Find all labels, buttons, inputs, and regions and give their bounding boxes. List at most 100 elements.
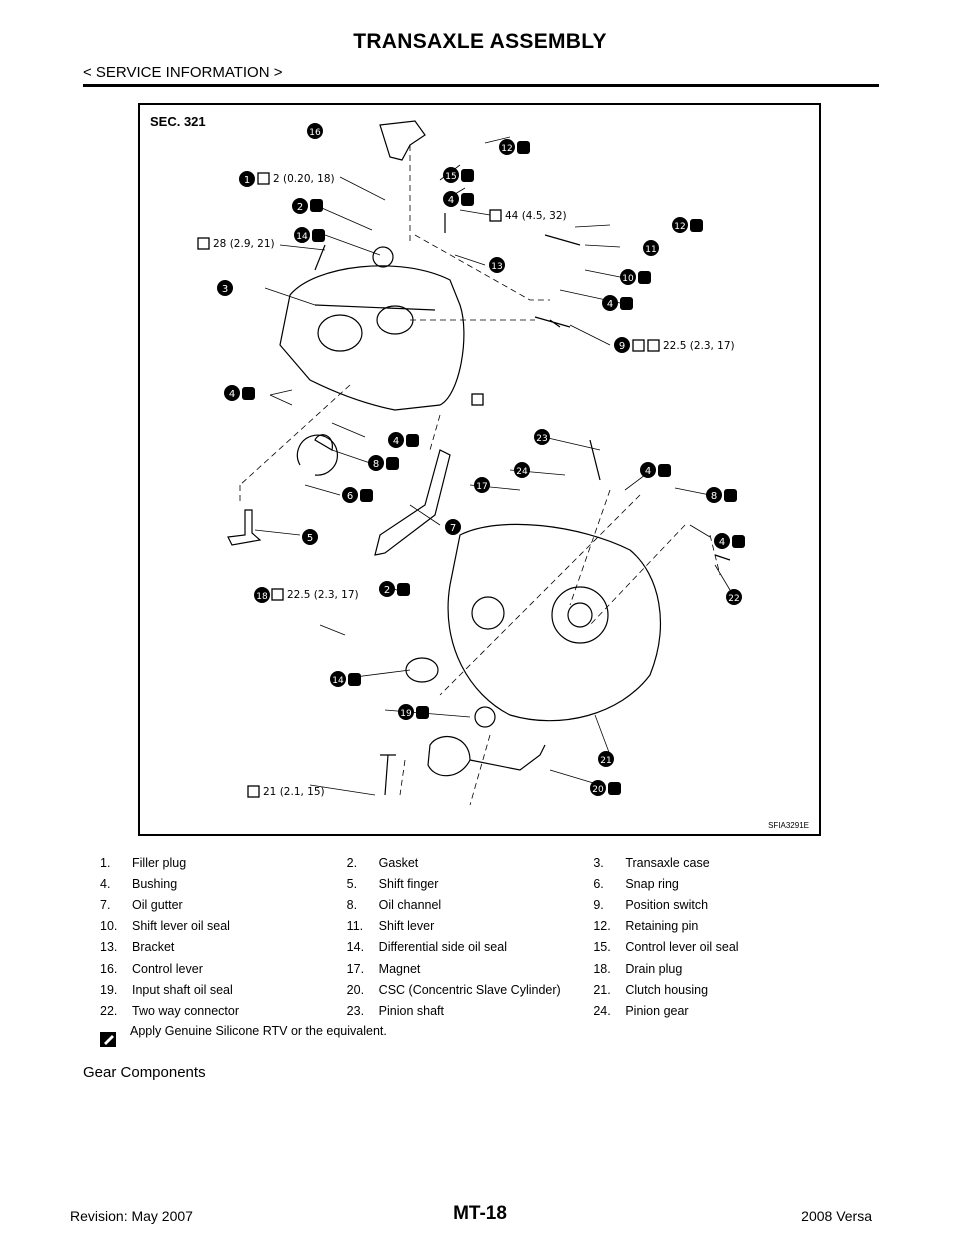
legend-num: 7. — [100, 897, 111, 912]
figure-code: SFIA3291E — [768, 821, 809, 830]
legend-num: 4. — [100, 876, 111, 891]
legend-num: 15. — [593, 940, 611, 955]
balloon-9: 9 — [614, 337, 630, 353]
balloon-4e: 4 — [640, 462, 656, 478]
svg-text:14: 14 — [296, 232, 308, 242]
legend-text: Shift lever oil seal — [132, 919, 230, 934]
legend-num: 3. — [593, 855, 604, 870]
svg-text:8: 8 — [711, 491, 717, 502]
balloon-20: 20 — [590, 780, 606, 796]
section-label: SEC. 321 — [150, 114, 206, 129]
svg-text:9: 9 — [619, 341, 625, 352]
svg-text:15: 15 — [445, 172, 456, 182]
torque-callout-2: 44 (4.5, 32) — [505, 210, 567, 222]
legend-text: Snap ring — [625, 876, 679, 891]
legend-text: Control lever oil seal — [625, 940, 739, 955]
balloon-12b: 12 — [672, 217, 688, 233]
sealant-icon — [100, 1032, 116, 1047]
legend-num: 2. — [346, 855, 358, 870]
svg-text:17: 17 — [476, 482, 487, 492]
legend-text: Bushing — [132, 876, 178, 891]
balloon-13: 13 — [489, 257, 505, 273]
balloon-7: 7 — [445, 519, 461, 535]
balloon-8b: 8 — [706, 487, 722, 503]
legend-text: Gasket — [378, 855, 419, 870]
breadcrumb: < SERVICE INFORMATION > — [83, 64, 283, 81]
legend-num: 17. — [346, 961, 365, 976]
legend-text: Position switch — [625, 897, 709, 912]
legend-text: Pinion gear — [625, 1003, 689, 1018]
legend-row: 1.Filler plug 2.Gasket 3.Transaxle case — [100, 852, 840, 873]
legend-text: Transaxle case — [625, 855, 710, 870]
legend-row: 19.Input shaft oil seal 20.CSC (Concentr… — [100, 979, 840, 1000]
svg-text:20: 20 — [592, 785, 604, 795]
legend-num: 1. — [100, 855, 111, 870]
svg-text:11: 11 — [645, 245, 656, 255]
legend-text: Input shaft oil seal — [132, 982, 233, 997]
svg-text:4: 4 — [448, 195, 454, 206]
svg-text:24: 24 — [516, 467, 528, 477]
svg-text:22: 22 — [728, 594, 739, 604]
legend-row: 10.Shift lever oil seal 11.Shift lever 1… — [100, 916, 840, 937]
page-number: MT-18 — [453, 1203, 507, 1224]
svg-text:16: 16 — [309, 128, 321, 138]
balloon-10: 10 — [620, 269, 636, 285]
balloon-4b: 4 — [602, 295, 618, 311]
svg-text:4: 4 — [645, 466, 651, 477]
svg-text:19: 19 — [400, 709, 412, 719]
balloon-15: 15 — [443, 167, 459, 183]
balloon-17: 17 — [474, 477, 490, 493]
legend-text: Two way connector — [132, 1003, 239, 1018]
exploded-view-figure: 1 2 14 3 16 12 15 4 13 12 11 10 4 9 4 4 … — [138, 103, 821, 836]
torque-callout-5: 22.5 (2.3, 17) — [287, 589, 359, 601]
legend-num: 11. — [346, 919, 364, 934]
legend-text: CSC (Concentric Slave Cylinder) — [378, 982, 561, 997]
svg-text:10: 10 — [622, 274, 634, 284]
svg-text:18: 18 — [256, 592, 268, 602]
balloon-14: 14 — [294, 227, 310, 243]
svg-text:14: 14 — [332, 676, 344, 686]
legend-num: 18. — [593, 961, 611, 976]
legend-num: 24. — [593, 1003, 611, 1018]
svg-text:3: 3 — [222, 284, 228, 295]
legend-num: 19. — [100, 982, 118, 997]
balloon-8a: 8 — [368, 455, 384, 471]
legend-row: 16.Control lever 17.Magnet 18.Drain plug — [100, 958, 840, 979]
balloon-3: 3 — [217, 280, 233, 296]
legend-num: 12. — [593, 919, 611, 934]
sealant-note-text: Apply Genuine Silicone RTV or the equiva… — [130, 1024, 387, 1038]
legend-text: Magnet — [378, 961, 421, 976]
svg-text:5: 5 — [307, 533, 313, 544]
parts-legend: 1.Filler plug 2.Gasket 3.Transaxle case … — [100, 852, 840, 1022]
svg-text:2: 2 — [384, 585, 390, 596]
torque-callout-3: 28 (2.9, 21) — [213, 238, 275, 250]
svg-text:6: 6 — [347, 491, 353, 502]
legend-text: Shift finger — [378, 876, 439, 891]
legend-row: 13.Bracket 14.Differential side oil seal… — [100, 937, 840, 958]
torque-callout-4: 22.5 (2.3, 17) — [663, 340, 735, 352]
model-year: 2008 Versa — [801, 1208, 872, 1224]
section-heading: Gear Components — [83, 1064, 206, 1081]
svg-text:4: 4 — [393, 436, 399, 447]
svg-text:12: 12 — [501, 144, 512, 154]
balloon-6: 6 — [342, 487, 358, 503]
legend-text: Shift lever — [378, 919, 435, 934]
legend-num: 13. — [100, 940, 118, 955]
balloon-22: 22 — [726, 589, 742, 605]
balloon-4d: 4 — [388, 432, 404, 448]
balloon-5: 5 — [302, 529, 318, 545]
legend-row: 4.Bushing 5.Shift finger 6.Snap ring — [100, 873, 840, 894]
svg-text:23: 23 — [536, 434, 547, 444]
balloon-21: 21 — [598, 751, 614, 767]
svg-text:8: 8 — [373, 459, 379, 470]
legend-text: Drain plug — [625, 961, 683, 976]
legend-text: Control lever — [132, 961, 203, 976]
svg-text:21: 21 — [600, 756, 611, 766]
legend-num: 21. — [593, 982, 611, 997]
balloon-12a: 12 — [499, 139, 515, 155]
svg-text:1: 1 — [244, 175, 250, 186]
x-mark-icon — [310, 199, 323, 212]
svg-text:4: 4 — [607, 299, 613, 310]
clutch-housing-outline — [447, 523, 661, 722]
torque-callout-6: 21 (2.1, 15) — [263, 786, 325, 798]
